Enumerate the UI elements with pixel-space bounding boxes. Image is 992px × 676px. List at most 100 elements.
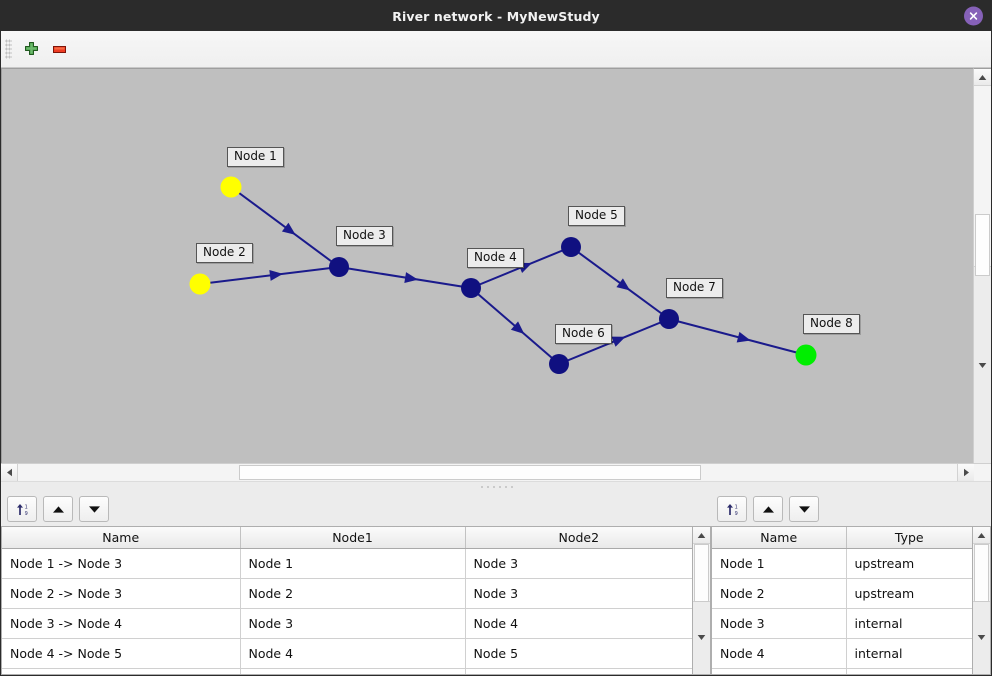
graph-edge[interactable]: [338, 266, 472, 289]
nodes-sort-button[interactable]: 1 9: [717, 496, 747, 522]
graph-node-label-node-5[interactable]: Node 5: [568, 206, 625, 227]
table-cell[interactable]: upstream: [846, 578, 972, 609]
close-button[interactable]: [964, 6, 983, 26]
branches-scroll-down-button[interactable]: [693, 600, 711, 674]
table-cell[interactable]: Node 1 -> Node 3: [2, 548, 241, 579]
graph-edge[interactable]: [199, 266, 340, 285]
table-cell[interactable]: Node 4 -> Node 5: [2, 638, 241, 669]
branches-vertical-scrollbar[interactable]: [693, 526, 712, 675]
table-cell[interactable]: Node 2: [712, 578, 847, 609]
table-cell[interactable]: [240, 668, 466, 674]
table-cell[interactable]: [465, 668, 693, 674]
graph-vscroll-track[interactable]: [974, 86, 991, 276]
graph-horizontal-scrollbar[interactable]: [1, 463, 991, 481]
window-title: River network - MyNewStudy: [392, 8, 600, 24]
nodes-scroll-down-button[interactable]: [973, 600, 990, 674]
branches-column-header[interactable]: Node1: [240, 527, 466, 549]
table-cell[interactable]: Node 3: [465, 578, 693, 609]
table-cell[interactable]: Node 1: [712, 548, 847, 579]
graph-node-label-node-3[interactable]: Node 3: [336, 226, 393, 247]
nodes-move-down-button[interactable]: [789, 496, 819, 522]
graph-node-label-node-7[interactable]: Node 7: [666, 278, 723, 299]
graph-edge[interactable]: [668, 318, 807, 356]
graph-node-node-6[interactable]: [549, 354, 569, 374]
triangle-down-icon: [798, 505, 810, 513]
graph-edge[interactable]: [230, 186, 340, 268]
table-cell[interactable]: Node 1: [240, 548, 466, 579]
graph-node-node-8[interactable]: [795, 344, 817, 366]
scroll-right-button[interactable]: [957, 464, 974, 481]
scroll-left-button[interactable]: [1, 464, 18, 481]
green-plus-icon: [24, 41, 38, 55]
graph-node-node-1[interactable]: [220, 176, 242, 198]
panel-splitter[interactable]: [1, 481, 991, 492]
graph-node-node-2[interactable]: [189, 273, 211, 295]
nodes-move-up-button[interactable]: [753, 496, 783, 522]
table-cell[interactable]: [2, 668, 241, 674]
graph-node-node-3[interactable]: [329, 257, 349, 277]
nodes-scroll-up-button[interactable]: [973, 527, 990, 544]
graph-node-node-4[interactable]: [461, 278, 481, 298]
scroll-up-button[interactable]: [974, 69, 991, 86]
table-cell[interactable]: internal: [846, 608, 972, 639]
graph-node-label-node-4[interactable]: Node 4: [467, 248, 524, 269]
triangle-down-icon: [977, 635, 986, 641]
graph-hscroll-track[interactable]: [18, 464, 957, 481]
table-cell[interactable]: Node 3: [465, 548, 693, 579]
table-cell[interactable]: Node 4: [712, 638, 847, 669]
table-cell[interactable]: Node 4: [240, 638, 466, 669]
table-cell[interactable]: Node 5: [465, 638, 693, 669]
graph-node-node-7[interactable]: [659, 309, 679, 329]
branches-move-down-button[interactable]: [79, 496, 109, 522]
graph-node-label-node-1[interactable]: Node 1: [227, 147, 284, 168]
table-cell[interactable]: [846, 668, 972, 674]
table-cell[interactable]: Node 3: [712, 608, 847, 639]
table-cell[interactable]: Node 3: [240, 608, 466, 639]
table-cell[interactable]: Node 3 -> Node 4: [2, 608, 241, 639]
add-node-button[interactable]: [17, 35, 45, 63]
nodes-column-header[interactable]: Type: [846, 527, 972, 549]
table-cell[interactable]: upstream: [846, 548, 972, 579]
graph-node-node-5[interactable]: [561, 237, 581, 257]
table-cell[interactable]: Node 2: [240, 578, 466, 609]
branches-column-header[interactable]: Node2: [465, 527, 693, 549]
graph-canvas[interactable]: Node 1 Node 2 Node 3 Node 4 Node 5 Node 6 Node…: [1, 68, 973, 463]
graph-node-label-node-2[interactable]: Node 2: [196, 243, 253, 264]
nodes-vertical-scrollbar[interactable]: [973, 526, 991, 675]
triangle-up-icon: [977, 532, 986, 538]
toolbar-grip[interactable]: [5, 39, 12, 59]
graph-hscroll-thumb[interactable]: [239, 465, 701, 480]
table-cell[interactable]: Node 4: [465, 608, 693, 639]
branches-scroll-up-button[interactable]: [693, 527, 711, 544]
table-cell[interactable]: internal: [846, 638, 972, 669]
branches-move-up-button[interactable]: [43, 496, 73, 522]
scroll-down-button[interactable]: [974, 266, 991, 463]
branches-vscroll-track[interactable]: [693, 544, 711, 602]
branches-sort-button[interactable]: 1 9: [7, 496, 37, 522]
table-cell[interactable]: Node 2 -> Node 3: [2, 578, 241, 609]
graph-vertical-scrollbar[interactable]: [973, 68, 991, 463]
nodes-vscroll-thumb[interactable]: [974, 544, 989, 602]
remove-node-button[interactable]: [45, 35, 73, 63]
table-cell[interactable]: [712, 668, 847, 674]
branches-pane: 1 9: [1, 492, 712, 675]
graph-node-label-node-8[interactable]: Node 8: [803, 314, 860, 335]
graph-node-label-node-6[interactable]: Node 6: [555, 324, 612, 345]
graph-vscroll-thumb[interactable]: [975, 214, 990, 276]
branches-column-header[interactable]: Name: [2, 527, 241, 549]
branches-vscroll-thumb[interactable]: [694, 544, 710, 602]
title-bar: River network - MyNewStudy: [1, 1, 991, 31]
nodes-vscroll-track[interactable]: [973, 544, 990, 602]
nodes-column-header[interactable]: Name: [712, 527, 847, 549]
